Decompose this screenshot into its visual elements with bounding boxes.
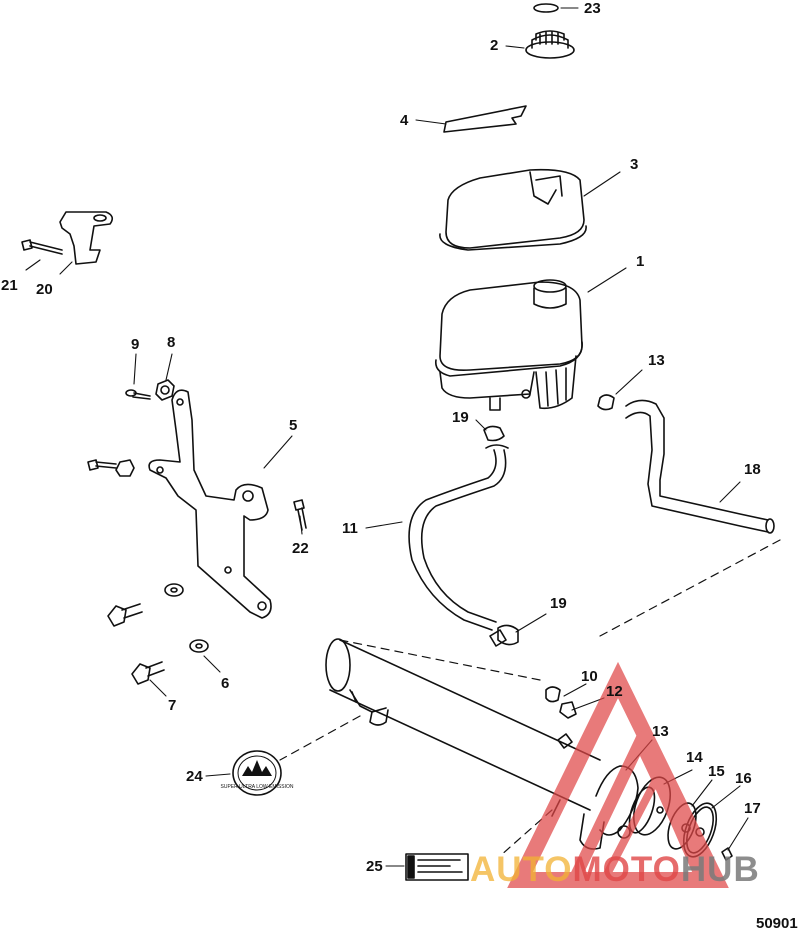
callout-3: 3 bbox=[630, 156, 639, 173]
callout-11: 11 bbox=[342, 520, 358, 537]
callout-25: 25 bbox=[366, 858, 383, 875]
fitting-part-10 bbox=[545, 686, 561, 703]
bolt-part-21 bbox=[21, 239, 63, 255]
callout-23: 23 bbox=[584, 0, 601, 17]
callout-19-upper: 19 bbox=[452, 409, 469, 426]
fill-cap-part-2 bbox=[525, 30, 575, 59]
callout-9: 9 bbox=[131, 336, 140, 353]
callout-12: 12 bbox=[606, 683, 623, 700]
coolant-reservoir-part-1 bbox=[434, 279, 583, 411]
hose-part-11 bbox=[408, 444, 509, 647]
nut-part-8 bbox=[155, 379, 175, 401]
callout-13-lower: 13 bbox=[652, 723, 669, 740]
callout-7: 7 bbox=[168, 697, 177, 714]
callout-20: 20 bbox=[36, 281, 53, 298]
decal-part-4 bbox=[443, 105, 527, 133]
callout-18: 18 bbox=[744, 461, 761, 478]
bolt-part-9 bbox=[125, 389, 151, 400]
clamp-part-13-upper bbox=[597, 394, 615, 411]
callout-10: 10 bbox=[581, 668, 598, 685]
label-part-25 bbox=[405, 853, 469, 881]
callout-5: 5 bbox=[289, 417, 298, 434]
callout-1: 1 bbox=[636, 253, 645, 270]
watermark-text: AUTOMOTOHUB bbox=[470, 850, 760, 889]
clamp-part-19-upper bbox=[483, 425, 505, 442]
callout-15: 15 bbox=[708, 763, 725, 780]
bracket-part-20 bbox=[59, 211, 114, 265]
hose-part-18 bbox=[625, 399, 775, 534]
bolt-part-22 bbox=[293, 499, 307, 531]
o-ring-part-23 bbox=[533, 3, 559, 13]
clamp-part-19-lower bbox=[497, 624, 519, 646]
callout-21: 21 bbox=[1, 277, 18, 294]
callout-4: 4 bbox=[400, 112, 409, 129]
reservoir-cover-part-3 bbox=[439, 168, 587, 251]
callout-19-lower: 19 bbox=[550, 595, 567, 612]
callout-16: 16 bbox=[735, 770, 752, 787]
callout-2: 2 bbox=[490, 37, 499, 54]
callout-17: 17 bbox=[744, 800, 761, 817]
callout-14: 14 bbox=[686, 749, 703, 766]
screw-part-17 bbox=[721, 847, 733, 861]
mounting-bracket-part-5 bbox=[87, 389, 272, 619]
heat-exchanger-part-24 bbox=[325, 638, 639, 850]
callout-24: 24 bbox=[186, 768, 203, 785]
watermark-logo bbox=[507, 661, 729, 888]
emission-badge-icon: SUPER ULTRA LOW EMISSION bbox=[221, 750, 294, 796]
assembly-lines bbox=[279, 539, 781, 857]
emission-badge-text: SUPER ULTRA LOW EMISSION bbox=[221, 784, 294, 790]
washer-part-6 bbox=[164, 583, 209, 653]
fitting-part-12 bbox=[559, 701, 577, 719]
drawing-number: 50901 bbox=[756, 915, 798, 932]
callout-13-upper: 13 bbox=[648, 352, 665, 369]
callout-22: 22 bbox=[292, 540, 309, 557]
callout-6: 6 bbox=[221, 675, 230, 692]
callout-8: 8 bbox=[167, 334, 176, 351]
bolt-part-7 bbox=[107, 603, 165, 685]
